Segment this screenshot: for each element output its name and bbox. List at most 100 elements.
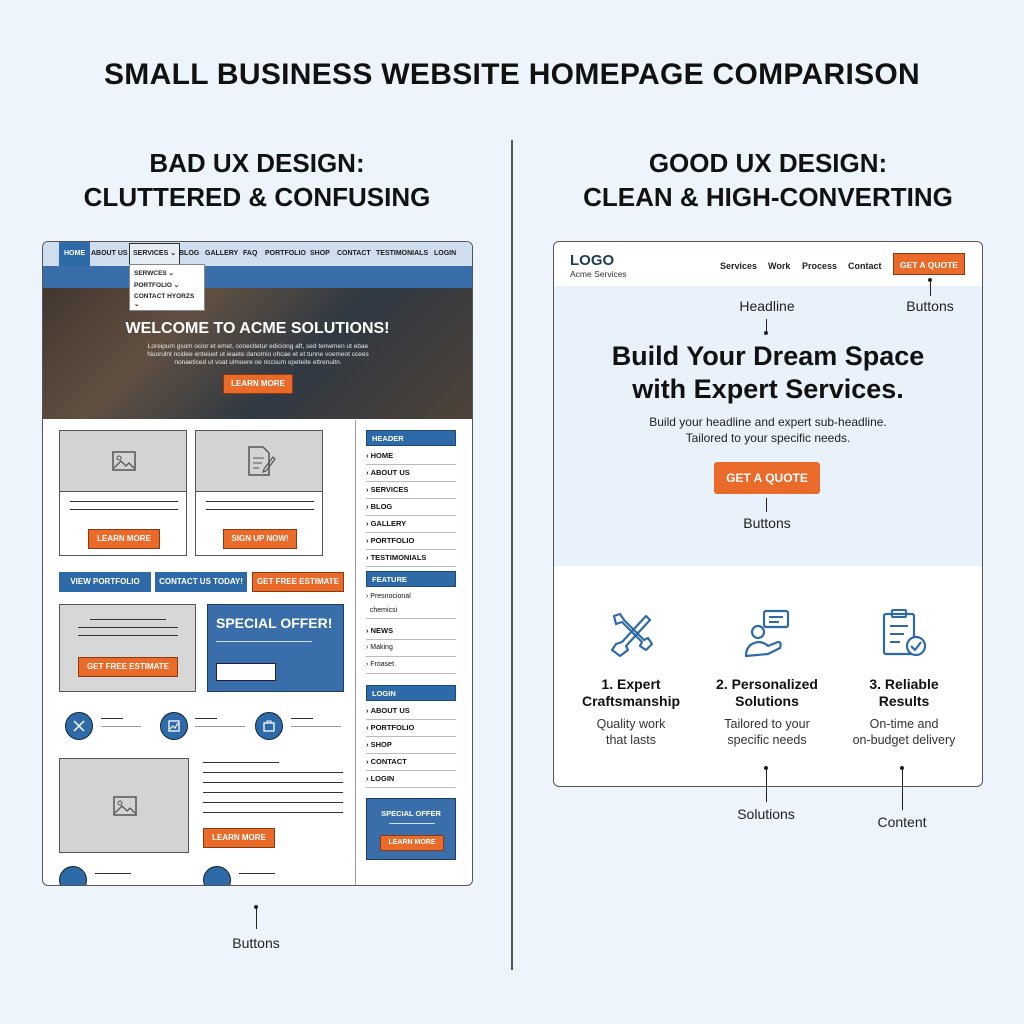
bad-special-offer-title: SPECIAL OFFER! [216,615,333,631]
bad-grey-free-estimate-button[interactable]: GET FREE ESTIMATE [78,657,178,677]
good-nav-work[interactable]: Work [768,261,791,271]
bad-nav-gallery[interactable]: GALLERY [205,250,239,257]
good-solutions-annotation: Solutions [737,806,795,822]
good-headline-annotation: Headline [739,298,795,314]
bad-view-portfolio-button[interactable]: VIEW PORTFOLIO [59,572,151,592]
sidebar-item[interactable]: › PORTFOLIO [366,720,456,737]
bad-contact-us-button[interactable]: CONTACT US TODAY! [155,572,247,592]
sidebar-item[interactable]: › BLOG [366,499,456,516]
good-header-quote-button[interactable]: GET A QUOTE [893,253,965,275]
bad-grey-box: GET FREE ESTIMATE [59,604,196,692]
good-nav-process[interactable]: Process [802,261,838,271]
tools-icon [65,712,93,740]
bad-hero-learn-more-button[interactable]: LEARN MORE [223,374,293,394]
bad-nav-home[interactable]: HOME [59,242,90,266]
bad-hero-title: WELCOME TO ACME SOLUTIONS! [125,320,390,337]
bad-special-offer-box: SPECIAL OFFER! [207,604,344,692]
good-sub-line1: Build your headline and expert sub-headl… [649,415,887,429]
sidebar-item[interactable]: › LOGIN [366,771,456,788]
bad-heading-line2: CLUTTERED & CONFUSING [83,182,431,212]
chat-icon [203,866,231,885]
center-divider [511,140,513,970]
toolbox-icon [255,712,283,740]
bad-hero-image: WELCOME TO ACME SOLUTIONS! Loreipum gsom… [43,288,472,419]
bad-sidebar-header: HEADER [366,430,456,446]
bad-bottom-image [59,758,189,853]
bad-nav-strip [43,266,472,288]
good-headline-line2: with Expert Services. [632,374,904,404]
sidebar-item[interactable]: › SHOP [366,737,456,754]
bad-website-mock: HOME ABOUT US SERVICES ⌄ BLOG GALLERY FA… [42,241,473,886]
bad-nav-testimonials[interactable]: TESTIMONIALS [376,250,429,257]
sidebar-item[interactable]: › ABOUT US [366,465,456,482]
bad-heading: BAD UX DESIGN: CLUTTERED & CONFUSING [42,146,472,214]
sidebar-item[interactable]: › Froaset [366,657,456,674]
sidebar-item[interactable]: › TESTIMONIALS [366,550,456,567]
consultation-icon [744,609,790,658]
dropdown-item[interactable]: CONTACT HYORZS ⌄ [134,293,195,308]
good-website-mock: LOGO Acme Services Services Work Process… [553,241,983,787]
bad-sidebar-feature: FEATURE [366,571,456,587]
bad-nav-portfolio[interactable]: PORTFOLIO [265,250,306,257]
good-nav-services[interactable]: Services [720,261,758,271]
bad-buttons-annotation: Buttons [232,935,280,951]
good-subheadline: Build your headline and expert sub-headl… [554,414,982,446]
bad-offer-input[interactable] [216,663,276,681]
bad-heading-line1: BAD UX DESIGN: [149,148,365,178]
sidebar-item[interactable]: › ABOUT US [366,703,456,720]
good-nav-contact[interactable]: Contact [848,261,882,271]
bad-hero-lorem: Loreipum gsom ocior et emet, conecitetur… [147,343,369,366]
main-title: SMALL BUSINESS WEBSITE HOMEPAGE COMPARIS… [104,58,920,91]
good-header: LOGO Acme Services Services Work Process… [554,242,982,286]
bad-card1-learn-more-button[interactable]: LEARN MORE [88,529,160,549]
bad-nav-contact[interactable]: CONTACT [337,250,371,257]
bad-free-estimate-button[interactable]: GET FREE ESTIMATE [252,572,344,592]
sidebar-item[interactable]: › GALLERY [366,516,456,533]
dropdown-item[interactable]: PORTFOLIO ⌄ [134,282,180,289]
dropdown-item[interactable]: SERWCES ⌄ [134,270,174,277]
good-sub-line2: Tailored to your specific needs. [685,431,851,445]
sidebar-item[interactable]: chemicsi [366,604,456,619]
bad-bottom-learn-more-button[interactable]: LEARN MORE [203,828,275,848]
bad-nav-faq[interactable]: FAQ [243,250,258,257]
good-buttons-mid-annotation: Buttons [743,515,791,531]
bad-nav-login[interactable]: LOGIN [434,250,457,257]
bad-nav-bar: HOME ABOUT US SERVICES ⌄ BLOG GALLERY FA… [43,242,472,266]
sidebar-item[interactable]: › Making [366,640,456,657]
bad-nav-about[interactable]: ABOUT US [91,250,128,257]
checklist-icon [882,609,927,657]
sidebar-item[interactable]: › SERVICES [366,482,456,499]
sidebar-item[interactable]: › PORTFOLIO [366,533,456,550]
sidebar-item[interactable]: › NEWS [366,623,456,640]
bad-nav-services[interactable]: SERVICES ⌄ [129,243,181,265]
bad-nav-blog[interactable]: BLOG [179,250,200,257]
bad-card-1: LEARN MORE [59,430,187,556]
bad-sidebar-login: LOGIN [366,685,456,701]
tools-icon [610,612,654,658]
bad-nav-shop[interactable]: SHOP [310,250,330,257]
bad-sidebar-special-offer: SPECIAL OFFER LEARN MORE [366,798,456,860]
good-logo[interactable]: LOGO [570,252,615,269]
good-headline: Build Your Dream Space with Expert Servi… [554,340,982,406]
good-heading-line1: GOOD UX DESIGN: [648,148,888,178]
bad-card2-signup-button[interactable]: SIGN UP NOW! [223,529,297,549]
sidebar-item[interactable]: › CONTACT [366,754,456,771]
bad-services-dropdown: SERWCES ⌄ PORTFOLIO ⌄ CONTACT HYORZS ⌄ [129,264,205,311]
good-heading-line2: CLEAN & HIGH-CONVERTING [583,182,953,212]
image-placeholder-icon [113,796,137,816]
good-content-annotation: Content [877,814,927,830]
good-buttons-top-annotation: Buttons [906,298,954,314]
sidebar-item[interactable]: › HOME [366,448,456,465]
chart-icon [160,712,188,740]
sidebar-item[interactable]: › Presnocional [366,593,411,600]
bad-card-2: SIGN UP NOW! [195,430,323,556]
image-placeholder-icon [112,451,136,471]
good-hero-quote-button[interactable]: GET A QUOTE [714,462,820,494]
good-headline-line1: Build Your Dream Space [611,341,925,371]
good-logo-sub: Acme Services [570,269,627,279]
bad-sidebar-learn-more-button[interactable]: LEARN MORE [380,835,444,851]
